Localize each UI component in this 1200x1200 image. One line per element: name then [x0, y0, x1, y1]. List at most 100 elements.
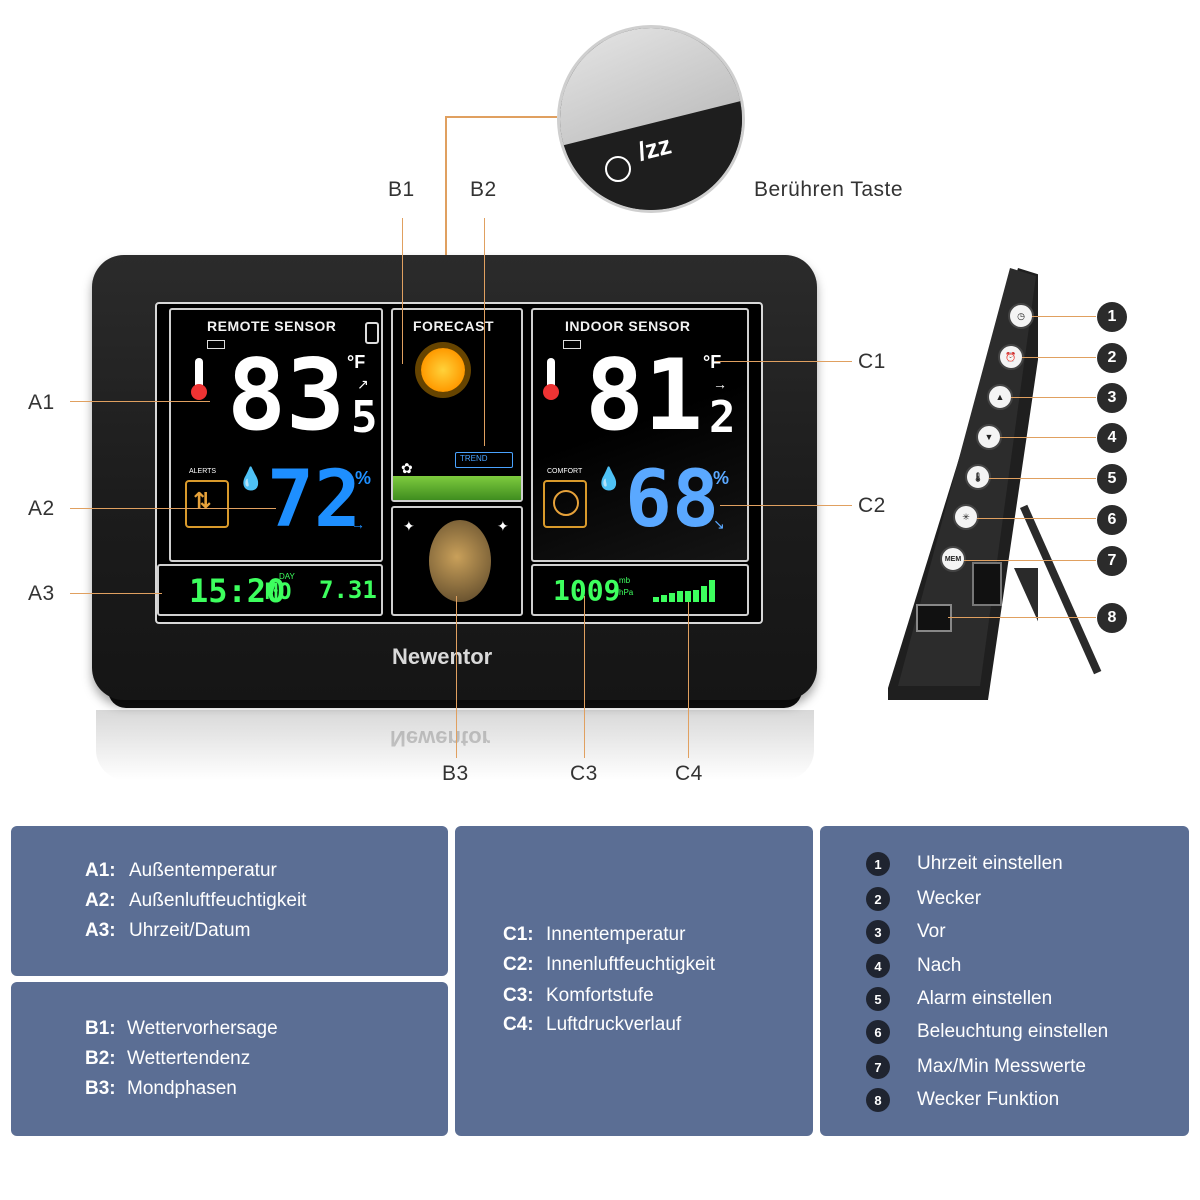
forecast-title: FORECAST [413, 318, 494, 334]
legend-badge-6: 6 [866, 1020, 890, 1044]
lcd-screen: REMOTE SENSOR 83 5 °F ↗ ALERTS ⇅ 💧 72 % … [155, 302, 763, 624]
legend-c2: C2:Innenluftfeuchtigkeit [503, 954, 716, 975]
brand-reflection: Newentor [390, 726, 491, 751]
grass-strip [393, 476, 521, 500]
touch-button-label: Berühren Taste [754, 178, 904, 201]
up-button[interactable]: ▲ [987, 384, 1013, 410]
legend-button-1: Uhrzeit einstellen [917, 853, 1063, 874]
moon-icon [429, 520, 491, 602]
down-button[interactable]: ▼ [976, 424, 1002, 450]
indoor-sensor-panel: INDOOR SENSOR 81 2 °F → COMFORT 💧 68 % ↘ [531, 308, 749, 562]
legend-a2: A2:Außenluftfeuchtigkeit [85, 890, 307, 911]
channel-icon [365, 322, 379, 344]
remote-temp-unit: °F [347, 352, 366, 372]
legend-c4: C4:Luftdruckverlauf [503, 1014, 682, 1035]
indoor-thermometer-bulb [543, 384, 559, 400]
legend-button-2: Wecker [917, 888, 982, 909]
indoor-humidity: 68 [625, 455, 719, 545]
legend-badge-2: 2 [866, 887, 890, 911]
clock-time: 15:20 [189, 572, 286, 610]
indoor-sensor-title: INDOOR SENSOR [565, 318, 691, 334]
legend-badge-8: 8 [866, 1088, 890, 1112]
comfort-icon: COMFORT [543, 468, 587, 528]
legend-b3: B3:Mondphasen [85, 1078, 237, 1099]
side-badge-1: 1 [1097, 302, 1127, 332]
legend-button-6: Beleuchtung einstellen [917, 1021, 1109, 1042]
trend-label: TREND [460, 454, 488, 463]
light-button[interactable]: ✳ [953, 504, 979, 530]
indoor-temp-unit: °F [703, 352, 722, 372]
side-badge-5: 5 [1097, 464, 1127, 494]
pressure-value: 1009 [553, 574, 621, 607]
legend-badge-5: 5 [866, 987, 890, 1011]
indoor-temperature: 81 [585, 339, 704, 453]
alarm-set-button[interactable]: 🌡 [965, 464, 991, 490]
remote-alerts-icon: ALERTS ⇅ [185, 468, 229, 528]
callout-a3: A3 [28, 582, 55, 605]
legend-badge-3: 3 [866, 920, 890, 944]
legend-b1: B1:Wettervorhersage [85, 1018, 278, 1039]
pressure-history-bars [653, 576, 723, 604]
remote-humidity-unit: % [355, 468, 372, 488]
legend-badge-4: 4 [866, 954, 890, 978]
sun-icon [421, 348, 465, 392]
callout-b3: B3 [442, 762, 469, 786]
legend-box-b: B1:Wettervorhersage B2:Wettertendenz B3:… [11, 982, 448, 1136]
remote-sensor-panel: REMOTE SENSOR 83 5 °F ↗ ALERTS ⇅ 💧 72 % … [169, 308, 383, 562]
pressure-panel: 1009 mb hPa [531, 564, 749, 616]
callout-a1: A1 [28, 391, 55, 414]
legend-button-7: Max/Min Messwerte [917, 1056, 1086, 1077]
clock-day: MO [265, 580, 292, 605]
pressure-unit-hpa: hPa [619, 588, 634, 597]
side-badge-7: 7 [1097, 546, 1127, 576]
thermometer-icon [195, 358, 203, 390]
legend-a1: A1:Außentemperatur [85, 860, 277, 881]
star-icon-2: ✦ [497, 518, 509, 534]
side-badge-4: 4 [1097, 423, 1127, 453]
callout-b2: B2 [470, 178, 497, 201]
remote-humidity-arrow: → [351, 516, 365, 532]
remote-sensor-title: REMOTE SENSOR [207, 318, 337, 334]
remote-humidity: 72 [267, 455, 361, 545]
clock-date: 7.31. [319, 576, 381, 604]
indoor-humidity-unit: % [713, 468, 730, 488]
usb-port [972, 562, 1002, 606]
callout-a2: A2 [28, 497, 55, 520]
side-badge-2: 2 [1097, 343, 1127, 373]
alarm-switch[interactable] [916, 604, 952, 632]
pressure-unit-mb: mb [619, 576, 631, 585]
alarm-button[interactable]: ⏰ [998, 344, 1024, 370]
legend-button-5: Alarm einstellen [917, 988, 1053, 1009]
side-badge-3: 3 [1097, 383, 1127, 413]
callout-c2: C2 [858, 494, 886, 517]
legend-a3: A3:Uhrzeit/Datum [85, 920, 251, 941]
legend-b2: B2:Wettertendenz [85, 1048, 251, 1069]
legend-c1: C1:Innentemperatur [503, 924, 686, 945]
remote-trend-arrow: ↗ [357, 376, 369, 392]
clock-panel: 15:20 DAY MO 7.31. [157, 564, 383, 616]
day-label: DAY [279, 572, 295, 581]
callout-c4: C4 [675, 762, 703, 786]
comfort-label: COMFORT [547, 468, 583, 475]
brand-logo: Newentor [392, 644, 493, 669]
remote-humidity-drop-icon: 💧 [237, 466, 265, 491]
touch-button-zoom: /zz [557, 25, 745, 213]
forecast-panel: FORECAST TREND ✿ [391, 308, 523, 502]
legend-button-3: Vor [917, 921, 946, 942]
star-icon: ✦ [403, 518, 415, 534]
callout-c3: C3 [570, 762, 598, 786]
legend-box-buttons: 1 Uhrzeit einstellen 2 Wecker 3 Vor 4 Na… [820, 826, 1189, 1136]
indoor-trend-arrow: → [713, 376, 727, 392]
clock-set-button[interactable]: ◷ [1008, 303, 1034, 329]
alerts-label: ALERTS [189, 468, 217, 475]
side-badge-6: 6 [1097, 505, 1127, 535]
light-icon [605, 156, 631, 182]
legend-c3: C3:Komfortstufe [503, 985, 654, 1006]
thermometer-bulb [191, 384, 207, 400]
flower-icon: ✿ [401, 460, 413, 476]
battery-icon [207, 340, 225, 349]
legend-box-a: A1:Außentemperatur A2:Außenluftfeuchtigk… [11, 826, 448, 976]
legend-button-8: Wecker Funktion [917, 1089, 1060, 1110]
mem-button[interactable]: MEM [940, 546, 966, 572]
indoor-humidity-drop-icon: 💧 [595, 466, 623, 491]
